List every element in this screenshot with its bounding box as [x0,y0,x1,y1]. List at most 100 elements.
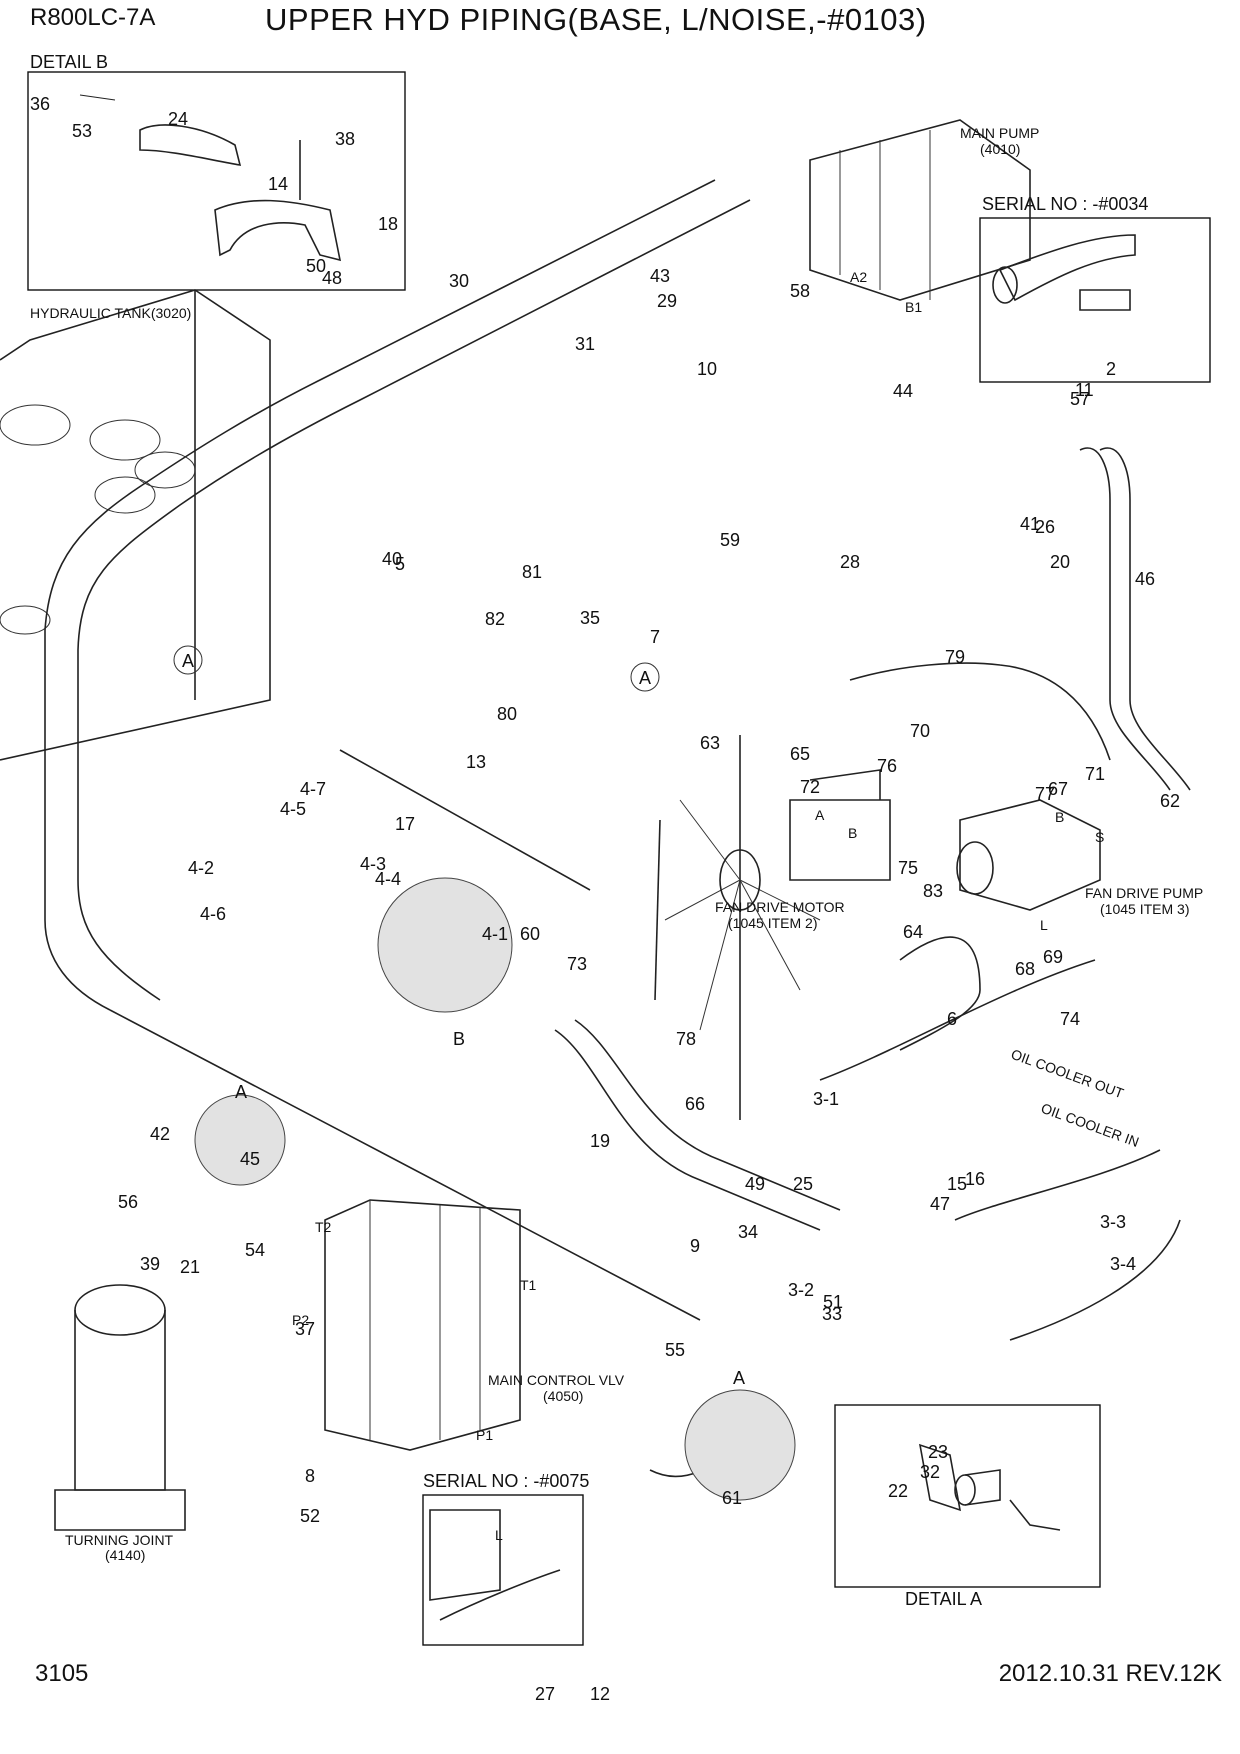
part-callout: 9 [690,1236,700,1256]
part-callout: 39 [140,1254,160,1274]
part-callout: 27 [535,1684,555,1704]
part-callout: 4-6 [200,904,226,924]
pipes-center [339,749,841,1478]
serial-inset-port-l: L [495,1527,503,1543]
serial-0075-inset: SERIAL NO : -#0075 L [422,1471,589,1646]
view-marker-a-center: A [639,668,651,688]
revision-date: 2012.10.31 REV.12K [998,1660,1222,1687]
part-callout: 41 [1020,514,1040,534]
part-callout: 58 [790,281,810,301]
fan-pump-port-l: L [1040,917,1048,933]
oil-cooler-out-label: OIL COOLER OUT [1009,1046,1126,1102]
part-callout: 24 [168,109,188,129]
view-marker-a-left: A [235,1082,247,1102]
port-p2: P2 [292,1312,309,1328]
part-callout: 42 [150,1124,170,1144]
main-pump-label: MAIN PUMP [960,125,1039,141]
main-control-valve: MAIN CONTROL VLV (4050) T2 T1 P2 P1 [292,1199,625,1451]
part-callout: 4-5 [280,799,306,819]
part-callout: 6 [947,1009,957,1029]
fan-drive-motor: FAN DRIVE MOTOR (1045 ITEM 2) A B [664,769,891,1031]
part-callout: 18 [378,214,398,234]
main-control-valve-number: (4050) [543,1388,583,1404]
part-callout: 3-3 [1100,1212,1126,1232]
part-callout: 72 [800,777,820,797]
part-callout: 77 [1035,784,1055,804]
part-callout: 54 [245,1240,265,1260]
part-callout: 65 [790,744,810,764]
part-callout: 59 [720,530,740,550]
part-callout: 80 [497,704,517,724]
part-callout: 74 [1060,1009,1080,1029]
part-callout: 5 [395,554,405,574]
part-callout: 73 [567,954,587,974]
port-a2: A2 [850,269,867,285]
part-callout: 61 [722,1488,742,1508]
part-callout: 57 [1070,389,1090,409]
hydraulic-tank: HYDRAULIC TANK(3020) [0,289,271,761]
part-callout: 7 [650,627,660,647]
part-callout: 14 [268,174,288,194]
view-marker-b: B [453,1029,465,1049]
part-callout: 4-1 [482,924,508,944]
fan-drive-pump: FAN DRIVE PUMP (1045 ITEM 3) B S L [956,799,1203,933]
port-t1: T1 [520,1277,537,1293]
main-pump-number: (4010) [980,141,1020,157]
part-callout: 21 [180,1257,200,1277]
main-control-valve-label: MAIN CONTROL VLV [488,1372,625,1388]
part-callout: 26 [1035,517,1055,537]
part-callout: 82 [485,609,505,629]
model-number: R800LC-7A [30,4,156,31]
part-callout: 79 [945,647,965,667]
part-callout: 44 [893,381,913,401]
serial-0034-inset: SERIAL NO : -#0034 [979,194,1211,383]
hydraulic-tank-label: HYDRAULIC TANK(3020) [30,305,191,321]
part-callout: 62 [1160,791,1180,811]
part-callout: 55 [665,1340,685,1360]
part-callout: 56 [118,1192,138,1212]
part-callout: 11 [1075,380,1094,400]
part-callout: 16 [965,1169,985,1189]
part-callout: 12 [590,1684,610,1704]
detail-b-inset: DETAIL B [27,52,406,291]
part-callout: 31 [575,334,595,354]
fan-motor-port-a: A [815,807,825,823]
view-circles: A A A A B [173,645,796,1501]
turning-joint-number: (4140) [105,1547,145,1563]
part-callout: 4-3 [360,854,386,874]
part-callout: 3-2 [788,1280,814,1300]
part-callout: 36 [30,94,50,114]
turning-joint-label: TURNING JOINT [65,1532,174,1548]
oil-cooler-labels: OIL COOLER OUT OIL COOLER IN [1009,1046,1141,1150]
part-callout: 71 [1085,764,1105,784]
part-callout: 3-1 [813,1089,839,1109]
part-callout: 28 [840,552,860,572]
part-callout: 20 [1050,552,1070,572]
part-callout: 52 [300,1506,320,1526]
detail-a-inset: DETAIL A [834,1404,1101,1609]
fan-drive-motor-label: FAN DRIVE MOTOR [715,899,845,915]
port-t2: T2 [315,1219,332,1235]
part-callout: 78 [676,1029,696,1049]
fan-motor-port-b: B [848,825,857,841]
part-callout: 17 [395,814,415,834]
part-callout: 4-7 [300,779,326,799]
serial-top-title: SERIAL NO : -#0034 [982,194,1148,214]
part-callout: 13 [466,752,486,772]
part-callout: 10 [697,359,717,379]
fan-pump-port-b: B [1055,809,1064,825]
part-callout: 49 [745,1174,765,1194]
part-callout: 32 [920,1462,940,1482]
part-callout: 67 [1048,779,1068,799]
part-callout: 43 [650,266,670,286]
part-callout: 76 [877,756,897,776]
part-callout: 83 [923,881,943,901]
detail-b-title: DETAIL B [30,52,108,72]
part-callout: 38 [335,129,355,149]
part-callout: 29 [657,291,677,311]
part-callout: 3-4 [1110,1254,1136,1274]
part-callout: 8 [305,1466,315,1486]
part-callout: 15 [947,1174,967,1194]
